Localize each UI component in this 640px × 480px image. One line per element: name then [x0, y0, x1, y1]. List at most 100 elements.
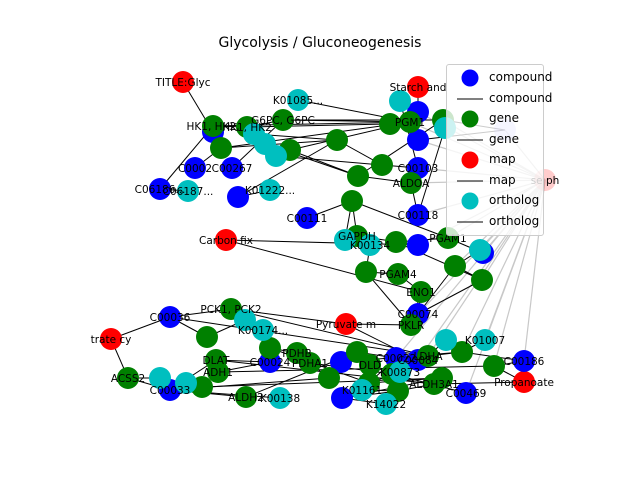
compound-node[interactable]: [407, 204, 429, 226]
node-label: Starch and: [390, 82, 447, 94]
node-label: PGAM1: [429, 233, 466, 245]
map-node[interactable]: [215, 229, 237, 251]
edge-114: [351, 200, 449, 239]
gene-node[interactable]: [385, 231, 407, 253]
legend-label: compound: [489, 70, 553, 84]
compound-node[interactable]: [330, 351, 352, 373]
node-label: ALDOA: [393, 178, 430, 190]
compound-node[interactable]: [407, 129, 429, 151]
gene-node[interactable]: [359, 354, 381, 376]
map-node[interactable]: [100, 328, 122, 350]
node-label: trate cy: [91, 334, 132, 346]
gene-node[interactable]: [341, 190, 363, 212]
node-label: PCK1, PCK2: [200, 304, 261, 316]
compound-node[interactable]: [296, 207, 318, 229]
node-label: TITLE:Glyc: [155, 77, 211, 89]
node-label: GAPDH: [338, 231, 376, 243]
map-node[interactable]: [335, 313, 357, 335]
ortholog-node[interactable]: [265, 145, 287, 167]
gene-node[interactable]: [210, 137, 232, 159]
legend-entry: compound: [453, 90, 552, 108]
edge-127: [169, 316, 429, 357]
node-label: C00186: [504, 356, 545, 368]
ortholog-node[interactable]: [149, 367, 171, 389]
gene-node[interactable]: [471, 269, 493, 291]
map-node[interactable]: [513, 371, 535, 393]
ortholog-node[interactable]: [287, 89, 309, 111]
node-label: C00267: [212, 163, 253, 175]
node-label: ENO1: [406, 287, 435, 299]
ortholog-node[interactable]: [389, 90, 411, 112]
legend-marker: [461, 151, 479, 169]
ortholog-node[interactable]: [175, 372, 197, 394]
gene-node[interactable]: [347, 165, 369, 187]
gene-node[interactable]: [387, 263, 409, 285]
ortholog-node[interactable]: [375, 393, 397, 415]
node-label: PDHB: [282, 348, 312, 360]
compound-node[interactable]: [221, 157, 243, 179]
ortholog-node[interactable]: [359, 234, 381, 256]
legend-line: [457, 180, 483, 181]
gene-node[interactable]: [400, 314, 422, 336]
compound-node[interactable]: [184, 157, 206, 179]
gene-node[interactable]: [410, 281, 432, 303]
ortholog-node[interactable]: [389, 361, 411, 383]
ortholog-node[interactable]: [259, 179, 281, 201]
compound-node[interactable]: [331, 387, 353, 409]
compound-node[interactable]: [227, 186, 249, 208]
node-label: C00103: [398, 163, 439, 175]
gene-node[interactable]: [379, 113, 401, 135]
node-label: G6PC, G6PC: [251, 115, 315, 127]
gene-node[interactable]: [272, 109, 294, 131]
ortholog-node[interactable]: [334, 229, 356, 251]
gene-node[interactable]: [400, 172, 422, 194]
legend-label: map: [489, 172, 516, 187]
ortholog-node[interactable]: [474, 329, 496, 351]
gene-node[interactable]: [451, 341, 473, 363]
gene-node[interactable]: [444, 255, 466, 277]
compound-node[interactable]: [455, 382, 477, 404]
gene-node[interactable]: [117, 367, 139, 389]
gene-node[interactable]: [399, 111, 421, 133]
ortholog-node[interactable]: [177, 180, 199, 202]
map-node[interactable]: [407, 76, 429, 98]
gene-node[interactable]: [196, 326, 218, 348]
gene-node[interactable]: [417, 345, 439, 367]
legend-entry: gene: [453, 110, 543, 128]
gene-node[interactable]: [235, 386, 257, 408]
compound-node[interactable]: [407, 234, 429, 256]
compound-node[interactable]: [149, 178, 171, 200]
node-label: Propanoate: [494, 377, 554, 389]
gene-node[interactable]: [259, 337, 281, 359]
ortholog-node[interactable]: [435, 329, 457, 351]
gene-node[interactable]: [202, 115, 224, 137]
edge-76: [225, 239, 422, 293]
edge-70: [237, 139, 338, 198]
map-node[interactable]: [172, 71, 194, 93]
ortholog-node[interactable]: [351, 379, 373, 401]
gene-node[interactable]: [483, 355, 505, 377]
ortholog-node[interactable]: [252, 319, 274, 341]
node-label: K00134: [350, 240, 391, 252]
legend-line: [457, 98, 483, 99]
gene-node[interactable]: [355, 261, 377, 283]
ortholog-node[interactable]: [234, 309, 256, 331]
gene-node[interactable]: [299, 352, 321, 374]
legend-label: map: [489, 152, 516, 166]
compound-node[interactable]: [159, 306, 181, 328]
ortholog-node[interactable]: [269, 387, 291, 409]
gene-node[interactable]: [371, 154, 393, 176]
node-label: C06186...: [135, 184, 186, 196]
gene-node[interactable]: [318, 367, 340, 389]
node-label: K01161: [342, 385, 382, 397]
node-layer: [100, 71, 556, 415]
legend-entry: gene: [453, 131, 543, 149]
node-label: C06187...: [163, 186, 214, 198]
gene-node[interactable]: [326, 129, 348, 151]
legend-entry: ortholog: [453, 192, 543, 210]
node-label: Pyruvate m: [316, 319, 376, 331]
compound-node[interactable]: [513, 350, 535, 372]
gene-node[interactable]: [207, 361, 229, 383]
ortholog-node[interactable]: [469, 239, 491, 261]
gene-node[interactable]: [431, 367, 453, 389]
